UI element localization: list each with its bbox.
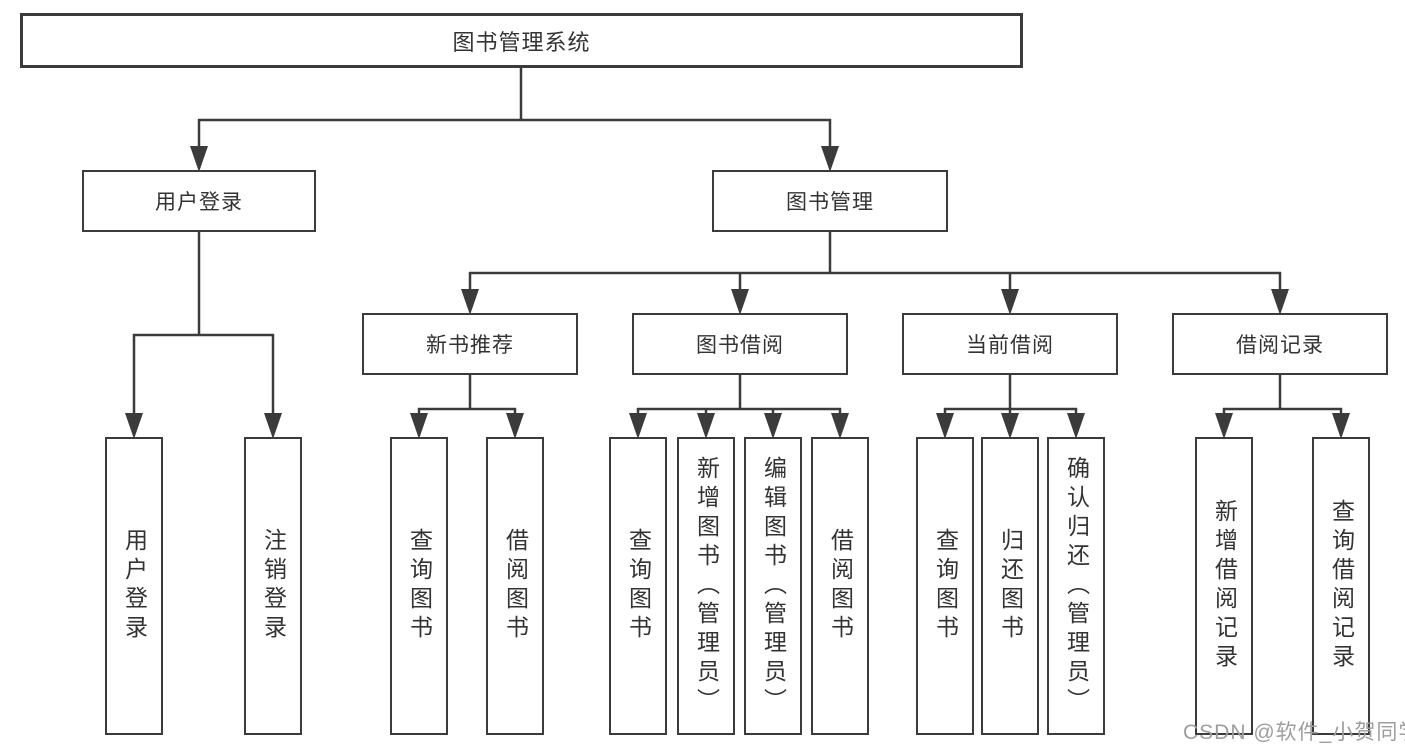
leaf-user-login: 用户登录 — [105, 437, 163, 735]
leaf-return-books-label: 归还图书 — [997, 528, 1024, 644]
leaf-query-books-current-label: 查询图书 — [932, 528, 959, 644]
leaf-query-books-current: 查询图书 — [916, 437, 974, 735]
leaf-query-borrow-record-label: 查询借阅记录 — [1328, 499, 1355, 673]
leaf-borrow-books-recommend-label: 借阅图书 — [502, 528, 529, 644]
node-book-borrowing: 图书借阅 — [632, 313, 848, 375]
node-new-book-recommendation-label: 新书推荐 — [426, 334, 514, 357]
leaf-borrow-books-recommend: 借阅图书 — [486, 437, 544, 735]
leaf-return-books: 归还图书 — [981, 437, 1039, 735]
node-book-management-label: 图书管理 — [786, 191, 874, 214]
leaf-logout-label: 注销登录 — [260, 528, 287, 644]
node-book-borrowing-label: 图书借阅 — [696, 334, 784, 357]
leaf-user-login-label: 用户登录 — [121, 528, 148, 644]
leaf-add-books-admin: 新增图书（管理员） — [677, 437, 735, 735]
leaf-confirm-return-admin: 确认归还（管理员） — [1047, 437, 1105, 735]
leaf-add-borrow-record-label: 新增借阅记录 — [1211, 499, 1238, 673]
node-borrowing-records: 借阅记录 — [1172, 313, 1388, 375]
node-user-login: 用户登录 — [82, 170, 316, 232]
leaf-add-books-admin-label: 新增图书（管理员） — [693, 455, 720, 717]
arrowheads — [125, 146, 1350, 439]
leaf-query-books-recommend: 查询图书 — [390, 437, 448, 735]
node-library-management-system-label: 图书管理系统 — [452, 29, 591, 55]
leaf-confirm-return-admin-label: 确认归还（管理员） — [1063, 455, 1090, 717]
leaf-borrow-books-borrowing: 借阅图书 — [811, 437, 869, 735]
leaf-query-books-borrowing: 查询图书 — [609, 437, 667, 735]
node-current-borrowing-label: 当前借阅 — [966, 334, 1054, 357]
leaf-borrow-books-borrowing-label: 借阅图书 — [827, 528, 854, 644]
node-new-book-recommendation: 新书推荐 — [362, 313, 578, 375]
watermark: CSDN @软件_小贺同学 — [1183, 721, 1405, 744]
node-book-management: 图书管理 — [712, 170, 948, 232]
node-current-borrowing: 当前借阅 — [902, 313, 1118, 375]
node-library-management-system: 图书管理系统 — [20, 13, 1023, 68]
leaf-edit-books-admin-label: 编辑图书（管理员） — [760, 455, 787, 717]
leaf-query-books-borrowing-label: 查询图书 — [625, 528, 652, 644]
leaf-query-books-recommend-label: 查询图书 — [406, 528, 433, 644]
leaf-logout: 注销登录 — [244, 437, 302, 735]
node-user-login-label: 用户登录 — [155, 191, 243, 214]
leaf-query-borrow-record: 查询借阅记录 — [1312, 437, 1370, 735]
leaf-edit-books-admin: 编辑图书（管理员） — [744, 437, 802, 735]
leaf-add-borrow-record: 新增借阅记录 — [1195, 437, 1253, 735]
node-borrowing-records-label: 借阅记录 — [1236, 334, 1324, 357]
